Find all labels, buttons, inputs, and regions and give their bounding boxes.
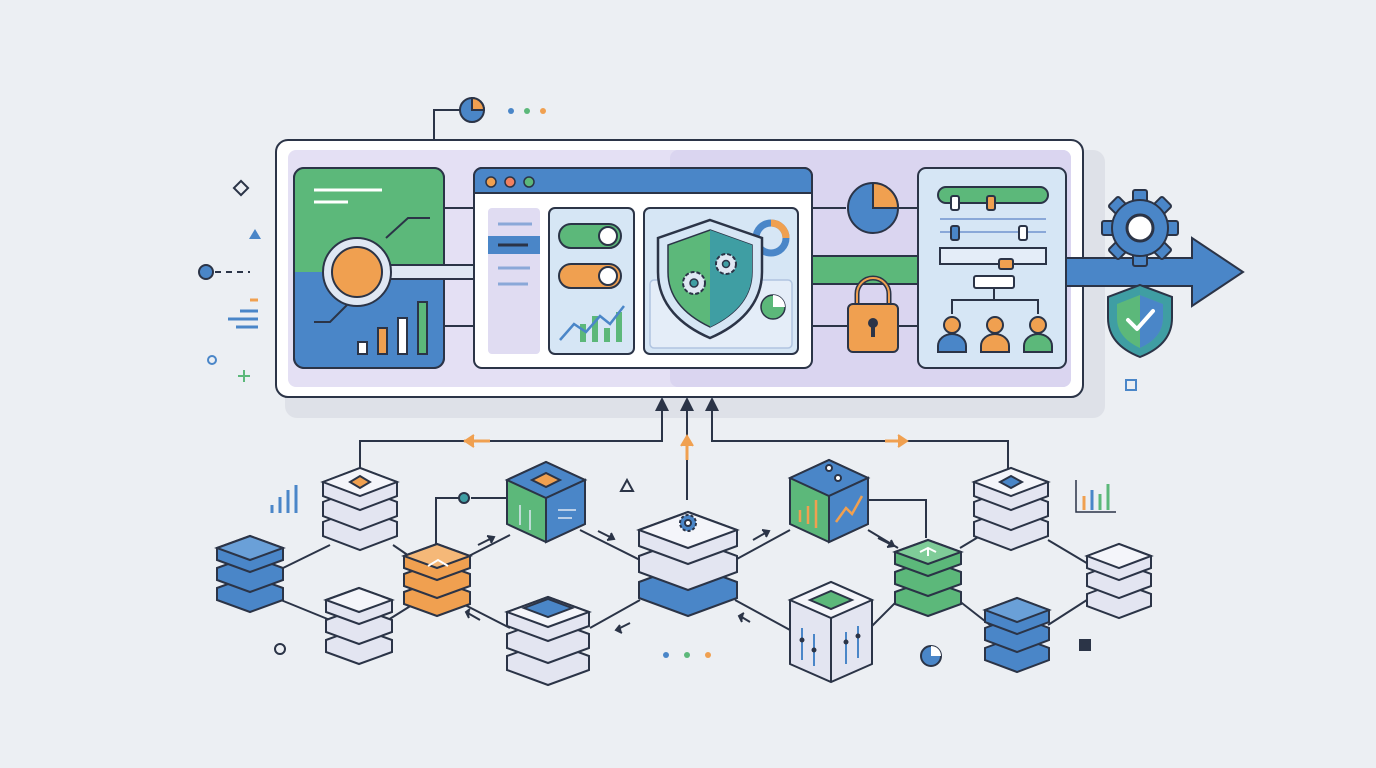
square-icon — [1125, 379, 1137, 391]
cube-circuit[interactable] — [787, 580, 875, 684]
analytics-card — [293, 167, 475, 369]
toggle-switch[interactable] — [558, 223, 622, 249]
magnifier-icon — [322, 237, 392, 307]
small-circle-icon — [207, 355, 217, 365]
server-blue[interactable] — [214, 534, 286, 614]
plus-icon — [238, 370, 250, 382]
dot-icon — [540, 108, 546, 114]
server-light[interactable] — [1084, 542, 1154, 620]
panel-connectors — [444, 207, 918, 327]
triangle-icon — [249, 229, 261, 239]
toggle-switch[interactable] — [558, 263, 622, 289]
server-light-hex[interactable] — [971, 466, 1051, 552]
server-light[interactable] — [320, 466, 400, 552]
background-decorations — [198, 108, 1137, 667]
output-arrow — [1065, 236, 1245, 308]
security-panel — [643, 207, 799, 355]
link-arrows — [464, 529, 896, 634]
dot-icon — [705, 652, 711, 658]
bar-chart-icon — [357, 301, 428, 355]
dot-icon — [684, 652, 690, 658]
cube-chart[interactable] — [787, 458, 871, 544]
gear-icon — [1101, 189, 1179, 267]
browser-window — [473, 167, 813, 369]
square-icon — [1079, 639, 1091, 651]
server-light[interactable] — [504, 595, 592, 687]
server-gear[interactable] — [636, 510, 740, 618]
server-chip[interactable] — [504, 460, 588, 544]
flow-chart-icon — [937, 186, 1049, 314]
arrow-right-icon — [1065, 236, 1245, 308]
shield-gears-icon — [656, 218, 764, 340]
padlock-icon — [847, 275, 899, 353]
server-blue[interactable] — [982, 596, 1052, 674]
users-icon — [937, 316, 1053, 353]
server-light[interactable] — [323, 586, 395, 666]
server-green[interactable] — [892, 538, 964, 618]
server-orange[interactable] — [401, 542, 473, 618]
pie-chart-icon — [847, 181, 900, 234]
sidebar-menu[interactable] — [488, 208, 540, 354]
shield-check-icon — [1107, 283, 1173, 359]
bar-chart-icon — [270, 485, 298, 513]
dashboard-panel — [275, 139, 1105, 418]
bar-chart-icon — [1075, 480, 1116, 513]
triangle-icon — [619, 477, 635, 492]
line-icon — [314, 188, 382, 204]
line-chart-icon — [559, 305, 625, 342]
dot-icon — [663, 652, 669, 658]
window-dots — [485, 176, 535, 188]
pie-chart-icon — [760, 294, 786, 320]
network-links — [275, 497, 1091, 631]
dot-icon — [508, 108, 514, 114]
dot-icon — [524, 108, 530, 114]
node-dot-icon — [458, 492, 470, 504]
controls-panel — [548, 207, 635, 355]
lines-icon — [228, 298, 258, 329]
flow-arrows — [359, 397, 1009, 500]
workflow-card — [917, 167, 1067, 369]
diamond-icon — [232, 179, 250, 197]
small-circle-icon — [274, 643, 286, 655]
node-dot-icon — [198, 264, 214, 280]
